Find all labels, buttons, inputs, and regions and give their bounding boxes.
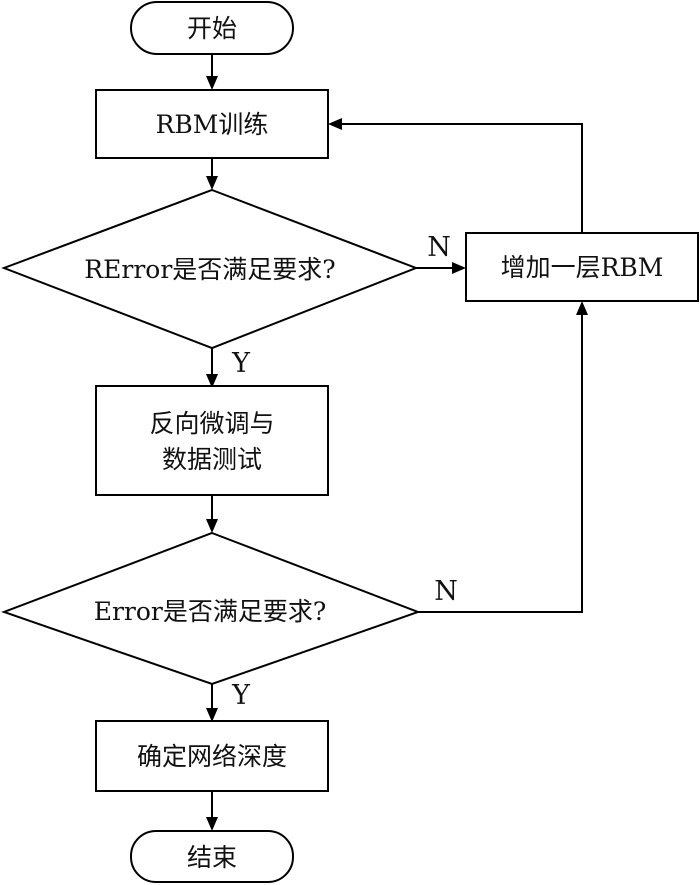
arrowhead: [576, 301, 588, 315]
rbm-train-label: RBM训练: [156, 110, 269, 139]
arrowhead: [206, 708, 218, 722]
error-decision-label: Error是否满足要求?: [94, 597, 327, 626]
arrowhead: [206, 519, 218, 533]
arrowhead: [452, 262, 466, 274]
determine-depth-node: [95, 720, 329, 792]
arrowhead: [206, 176, 218, 190]
arrowhead: [206, 374, 218, 388]
error-no-label: N: [434, 576, 458, 607]
error-yes-label: Y: [231, 680, 251, 711]
rerror-decision-label: RError是否满足要求?: [84, 255, 335, 284]
arrowhead: [328, 118, 342, 130]
finetune-node: [95, 385, 329, 496]
finetune-label-line2: 数据测试: [162, 445, 262, 474]
start-label: 开始: [187, 14, 237, 43]
arrowhead: [206, 817, 218, 831]
rbm-train-node: [95, 89, 329, 159]
end-node: [130, 830, 294, 883]
edge-add-layer-to-rbm: [338, 123, 583, 233]
end-label: 结束: [187, 843, 237, 872]
rerror-no-label: N: [427, 232, 451, 263]
rerror-yes-label: Y: [231, 348, 251, 379]
add-layer-label: 增加一层RBM: [501, 253, 664, 282]
edge-error-no: [418, 311, 583, 613]
arrowhead: [206, 76, 218, 90]
finetune-label-line1: 反向微调与: [149, 409, 274, 438]
determine-depth-label: 确定网络深度: [137, 742, 287, 771]
